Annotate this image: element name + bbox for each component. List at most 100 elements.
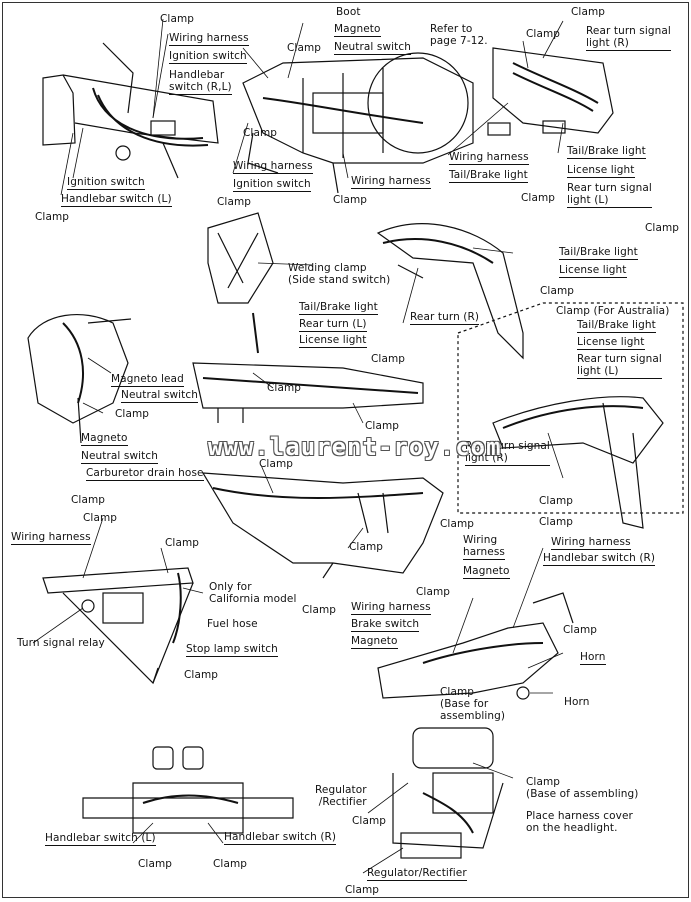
label-handlebar-switch-r: Handlebar switch (R) (543, 552, 656, 566)
label-clamp: Clamp (217, 196, 252, 208)
label-clamp-australia: Clamp (For Australia) (556, 305, 670, 317)
engine-frame-drawing (242, 52, 474, 194)
rear-fender-side-drawing (376, 223, 524, 360)
label-clamp: Clamp (540, 285, 575, 297)
label-wiring-harness: Wiring harness (463, 534, 505, 560)
label-handlebar-switch-l: Handlebar switch (L) (45, 832, 156, 846)
label-clamp: Clamp (333, 194, 368, 206)
label-fuel-hose: Fuel hose (207, 618, 258, 630)
label-wiring-harness: Wiring harness (351, 175, 431, 189)
label-brake-switch: Brake switch (351, 618, 420, 632)
label-regulator-rectifier: Regulator/Rectifier (367, 867, 467, 881)
label-only-california: Only for California model (209, 581, 297, 605)
label-clamp: Clamp (352, 815, 387, 827)
label-clamp: Clamp (440, 518, 475, 530)
label-neutral-switch: Neutral switch (81, 450, 159, 464)
label-magneto-lead: Magneto lead (111, 373, 184, 387)
label-license-light: License light (577, 336, 645, 350)
leader-lines (32, 18, 564, 874)
label-clamp: Clamp (349, 541, 384, 553)
label-wiring-harness: Wiring harness (551, 536, 631, 550)
label-clamp: Clamp (539, 516, 574, 528)
label-clamp-base-assembling: Clamp (Base of assembling) (526, 776, 639, 800)
label-tail-brake-light: Tail/Brake light (567, 145, 646, 159)
label-clamp: Clamp (526, 28, 561, 40)
label-handlebar-switch-r: Handlebar switch (R) (224, 831, 337, 845)
label-neutral-switch: Neutral switch (334, 41, 412, 55)
label-clamp: Clamp (371, 353, 406, 365)
side-stand-frame-drawing (192, 212, 424, 423)
label-boot: Boot (336, 6, 361, 18)
electrical-box-drawing (42, 567, 194, 685)
label-clamp: Clamp (213, 858, 248, 870)
label-magneto: Magneto (334, 23, 381, 37)
label-ignition-switch: Ignition switch (169, 50, 247, 64)
label-clamp: Clamp (165, 537, 200, 549)
label-wiring-harness: Wiring harness (351, 601, 431, 615)
label-rear-turn-signal-r: Rear turn signal light (R) (586, 25, 671, 51)
label-handlebar-switch-rl: Handlebar switch (R,L) (169, 69, 232, 95)
label-clamp: Clamp (115, 408, 150, 420)
label-tail-brake-light: Tail/Brake light (299, 301, 378, 315)
label-ignition-switch: Ignition switch (233, 178, 311, 192)
label-rear-turn-signal-l: Rear turn signal light (L) (567, 182, 652, 208)
magneto-drawing (27, 313, 132, 444)
label-clamp: Clamp (184, 669, 219, 681)
label-refer-page: Refer to page 7-12. (430, 23, 488, 47)
label-clamp: Clamp (71, 494, 106, 506)
label-welding-clamp: Welding clamp (Side stand switch) (288, 262, 391, 286)
label-rear-turn-signal-l: Rear turn signal light (L) (577, 353, 662, 379)
label-wiring-harness: Wiring harness (11, 531, 91, 545)
label-clamp: Clamp (160, 13, 195, 25)
label-clamp: Clamp (83, 512, 118, 524)
label-clamp: Clamp (345, 884, 380, 896)
headlight-assembly-drawing (392, 727, 504, 859)
main-frame-drawing (201, 472, 444, 579)
label-clamp: Clamp (138, 858, 173, 870)
label-clamp: Clamp (267, 382, 302, 394)
label-rear-turn-r: Rear turn (R) (410, 311, 480, 325)
australia-box-drawing (457, 302, 684, 529)
label-stop-lamp-switch: Stop lamp switch (186, 643, 278, 657)
label-neutral-switch: Neutral switch (121, 389, 199, 403)
label-clamp: Clamp (539, 495, 574, 507)
label-clamp: Clamp (645, 222, 680, 234)
label-clamp: Clamp (571, 6, 606, 18)
rear-fender-drawing (487, 47, 614, 136)
label-magneto: Magneto (351, 635, 398, 649)
handlebar-drawing (42, 42, 219, 179)
label-turn-signal-relay: Turn signal relay (17, 637, 105, 649)
label-magneto: Magneto (81, 432, 128, 446)
label-rear-turn-signal-r: Rear turn signal light (R) (465, 440, 550, 466)
label-magneto: Magneto (463, 565, 510, 579)
label-clamp: Clamp (563, 624, 598, 636)
watermark: www.laurent-roy.com (208, 433, 502, 461)
label-horn: Horn (580, 651, 606, 665)
label-clamp: Clamp (521, 192, 556, 204)
label-clamp: Clamp (243, 127, 278, 139)
label-tail-brake-light: Tail/Brake light (559, 246, 638, 260)
label-place-harness-cover: Place harness cover on the headlight. (526, 810, 633, 834)
label-handlebar-switch-l: Handlebar switch (L) (61, 193, 172, 207)
label-clamp: Clamp (365, 420, 400, 432)
diagram-artwork (27, 18, 684, 874)
instrument-cluster-drawing (82, 746, 294, 834)
label-carburetor-drain-hose: Carburetor drain hose (86, 467, 204, 481)
label-clamp: Clamp (259, 458, 294, 470)
label-clamp: Clamp (416, 586, 451, 598)
label-ignition-switch-left: Ignition switch (67, 176, 145, 190)
label-clamp: Clamp (287, 42, 322, 54)
label-license-light: License light (559, 264, 627, 278)
label-regulator-rectifier: Regulator /Rectifier (315, 784, 367, 808)
label-wiring-harness: Wiring harness (169, 32, 249, 46)
label-clamp: Clamp (302, 604, 337, 616)
label-license-light: License light (567, 164, 635, 178)
label-license-light: License light (299, 334, 367, 348)
label-rear-turn-l: Rear turn (L) (299, 318, 367, 332)
horn-assembly-drawing (377, 592, 574, 700)
label-tail-brake-light: Tail/Brake light (577, 319, 656, 333)
label-wiring-harness: Wiring harness (449, 151, 529, 165)
label-horn: Horn (564, 696, 590, 708)
label-wiring-harness: Wiring harness (233, 160, 313, 174)
